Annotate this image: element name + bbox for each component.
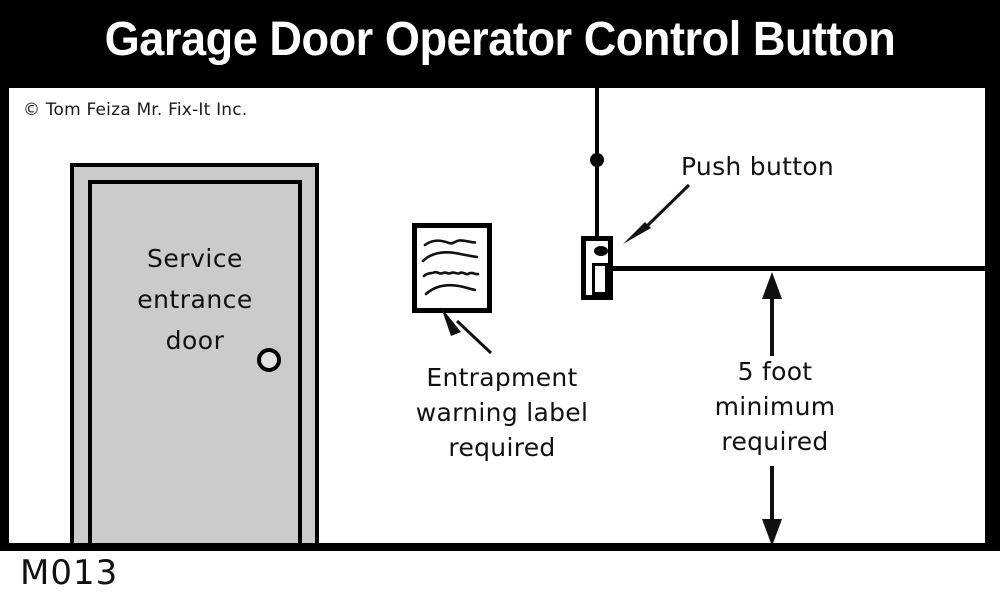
dimension-caption-line-3: required xyxy=(721,427,829,456)
entrapment-caption-line-1: Entrapment xyxy=(426,363,578,392)
copyright-notice: © Tom Feiza Mr. Fix-It Inc. xyxy=(23,100,248,120)
doorknob-icon xyxy=(257,348,281,372)
entrapment-warning-label xyxy=(412,223,492,313)
page-title: Garage Door Operator Control Button xyxy=(104,13,896,66)
dimension-caption-line-1: 5 foot xyxy=(737,357,813,386)
title-banner: Garage Door Operator Control Button xyxy=(0,0,1000,88)
service-door-label-line-3: door xyxy=(165,326,225,355)
garage-wall-line xyxy=(613,266,985,271)
push-button-housing xyxy=(581,236,613,300)
push-button-caption: Push button xyxy=(681,152,835,181)
service-door-label-line-1: Service xyxy=(147,244,243,273)
dimension-caption-line-2: minimum xyxy=(714,392,836,421)
entrapment-caption: Entrapment warning label required xyxy=(377,360,627,465)
push-button-pointer-arrow xyxy=(623,183,691,244)
entrapment-caption-line-2: warning label xyxy=(415,398,589,427)
illustration-canvas: © Tom Feiza Mr. Fix-It Inc. Service entr… xyxy=(9,88,985,543)
illustration-frame: © Tom Feiza Mr. Fix-It Inc. Service entr… xyxy=(0,80,1000,551)
service-door-label: Service entrance door xyxy=(88,238,302,361)
push-button-indicator-icon xyxy=(594,246,608,256)
entrapment-caption-line-3: required xyxy=(448,433,556,462)
service-door-label-line-2: entrance xyxy=(137,285,253,314)
push-button-pad-icon xyxy=(592,263,608,295)
warning-text-scribble-icon xyxy=(421,239,480,296)
figure-code: M013 xyxy=(20,553,119,593)
entrapment-label-pointer-arrow xyxy=(441,307,493,355)
dimension-caption: 5 foot minimum required xyxy=(677,354,873,459)
wire-junction-dot-icon xyxy=(590,153,604,167)
